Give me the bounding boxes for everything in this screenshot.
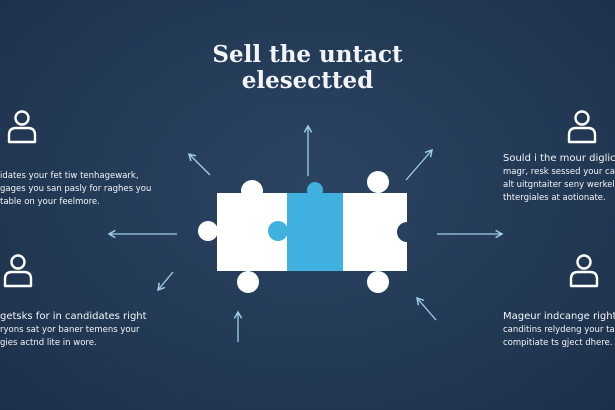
text-line: Sould i the mour diglics bbox=[503, 153, 615, 164]
title-line-1: Sell the untact bbox=[212, 41, 403, 68]
puzzle-knob bbox=[367, 271, 389, 293]
arrows bbox=[107, 124, 504, 342]
person-icon bbox=[569, 254, 599, 288]
text-block-bottom-right: Mageur indcange right, rig canditins rel… bbox=[503, 310, 615, 350]
text-line: Mageur indcange right, rig bbox=[503, 311, 615, 322]
person-icon bbox=[7, 110, 37, 144]
puzzle-knob bbox=[367, 171, 389, 193]
person-icon bbox=[3, 254, 33, 288]
person-icon bbox=[567, 110, 597, 144]
text-line: thtergiales at aotionate. bbox=[503, 193, 606, 203]
arrow-down-left bbox=[157, 271, 174, 292]
text-line: gies actnd lite in wore. bbox=[0, 338, 97, 348]
puzzle-knob bbox=[237, 271, 259, 293]
text-block-top-left: idates your fet tiw tenhagewark, gages y… bbox=[0, 170, 151, 209]
text-line: magr, resk sessed your candid bbox=[503, 167, 615, 177]
text-line: gages you san pasly for raghes you bbox=[0, 184, 152, 194]
diagram-title: Sell the untact elesectted bbox=[0, 42, 615, 94]
puzzle-knob bbox=[307, 182, 323, 198]
arrow-down-right bbox=[416, 296, 437, 321]
puzzle-knob bbox=[268, 221, 288, 241]
puzzle-notch bbox=[346, 225, 358, 237]
puzzle-knob bbox=[198, 221, 218, 241]
puzzle-knob bbox=[241, 180, 263, 202]
text-line: compitiate ts gject dhere. bbox=[503, 338, 613, 348]
text-line: table on your feelmore. bbox=[0, 197, 100, 207]
text-line: idates your fet tiw tenhagewark, bbox=[0, 171, 139, 181]
puzzle-notch bbox=[397, 222, 417, 242]
puzzle-pieces bbox=[198, 171, 417, 293]
title-line-2: elesectted bbox=[241, 67, 374, 94]
text-line: alt uitgntaiter seny werkel, pr bbox=[503, 180, 615, 190]
text-line: canditins relydeng your targett bbox=[503, 325, 615, 335]
arrow-up-left bbox=[187, 152, 211, 176]
text-block-top-right: Sould i the mour diglics magr, resk sess… bbox=[503, 152, 615, 205]
text-block-bottom-left: getsks for in candidates right ryons sat… bbox=[0, 310, 147, 350]
text-line: ryons sat yor baner temens your bbox=[0, 325, 140, 335]
puzzle-piece-center bbox=[287, 193, 343, 271]
arrow-up-right bbox=[405, 148, 433, 181]
text-line: getsks for in candidates right bbox=[0, 311, 147, 322]
